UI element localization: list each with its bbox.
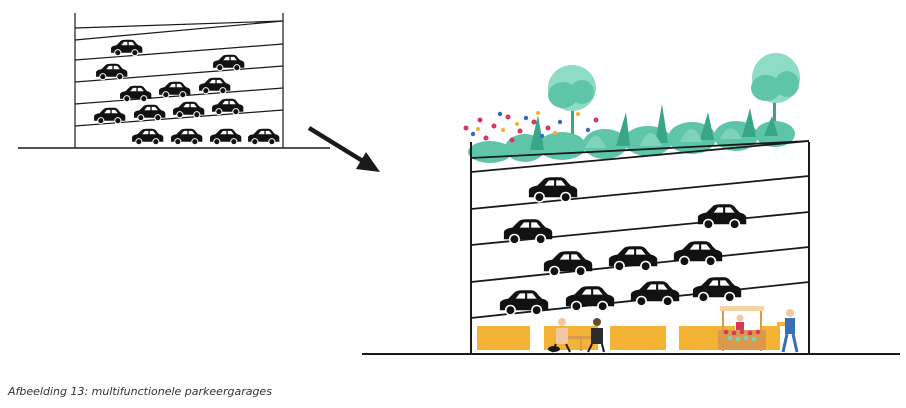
multifunctional-garage [362, 53, 900, 355]
car-icon [692, 276, 742, 303]
dog-icon [548, 346, 560, 352]
car-icon [131, 128, 164, 146]
tree-icon [751, 53, 800, 136]
shop-block [477, 326, 530, 350]
car-icon [212, 54, 245, 72]
parked-cars-right [499, 176, 747, 316]
tree-icon [548, 65, 596, 140]
car-icon [198, 77, 231, 95]
car-icon [209, 128, 242, 146]
car-icon [673, 240, 723, 267]
car-icon [697, 203, 747, 230]
conventional-garage [18, 13, 330, 149]
transformation-arrow [307, 126, 380, 172]
car-icon [528, 176, 578, 203]
flowers [463, 111, 599, 143]
pedestrian-icon [777, 309, 799, 353]
car-icon [211, 98, 244, 116]
car-icon [93, 107, 126, 125]
figure-caption: Afbeelding 13: multifunctionele parkeerg… [8, 385, 272, 398]
car-icon [247, 128, 280, 146]
parked-cars-left [93, 39, 280, 146]
car-icon [170, 128, 203, 146]
car-icon [630, 280, 680, 307]
cafe-people-icon [548, 318, 605, 353]
car-icon [133, 104, 166, 122]
arrowhead-icon [356, 152, 380, 172]
car-icon [158, 81, 191, 99]
car-icon [608, 245, 658, 272]
car-icon [110, 39, 143, 57]
market-stall-icon [718, 306, 766, 351]
car-icon [565, 285, 615, 312]
car-icon [172, 101, 205, 119]
shop-block [610, 326, 666, 350]
car-icon [95, 63, 128, 81]
car-icon [499, 289, 549, 316]
